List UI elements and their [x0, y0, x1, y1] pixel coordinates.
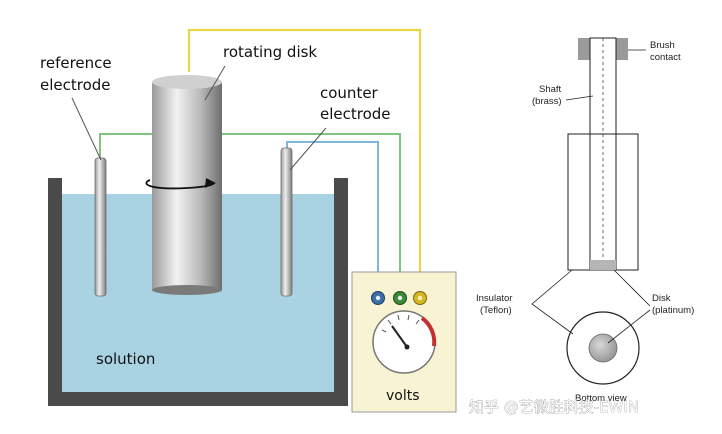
- rotating-disk-label: rotating disk: [223, 43, 317, 61]
- brush-contact-label-1: Brush: [650, 40, 675, 51]
- counter-electrode-label-2: electrode: [320, 105, 391, 123]
- reference-electrode-label-2: electrode: [40, 76, 111, 94]
- watermark: 知乎 @艺微胜科技-EWIN: [469, 398, 639, 416]
- volts-label: volts: [386, 388, 420, 404]
- counter-leader: [289, 127, 327, 171]
- rotation-arrowhead-icon: [205, 178, 216, 188]
- solution-label: solution: [96, 350, 155, 368]
- disk-leader-bottom: [607, 309, 651, 344]
- shaft-label-2: (brass): [532, 96, 562, 107]
- disk-leader-top: [613, 269, 651, 307]
- reference-electrode-rod: [94, 157, 107, 297]
- terminal-green: [393, 291, 407, 305]
- disk-label-1: Disk: [652, 293, 671, 304]
- insulator-label-2: (Teflon): [480, 305, 512, 316]
- insulator-leader: [531, 269, 574, 335]
- dial-needle: [391, 325, 408, 348]
- cylinder-bottom: [152, 285, 222, 295]
- insulator-label-1: Insulator: [476, 293, 512, 304]
- rotating-disk-cylinder: [152, 82, 222, 290]
- wire-green: [99, 133, 401, 295]
- wire-yellow: [187, 28, 422, 295]
- wire-blue: [286, 141, 379, 295]
- shaft-leader: [565, 95, 594, 101]
- reference-electrode-label-1: reference: [40, 54, 112, 72]
- reference-leader: [71, 97, 102, 161]
- shaft-label-1: Shaft: [539, 84, 562, 95]
- terminal-blue: [371, 291, 385, 305]
- bottom-view-label: Bottom view: [575, 393, 627, 404]
- bottom-view-disk: [588, 333, 618, 363]
- terminal-yellow: [413, 291, 427, 305]
- counter-electrode-label-1: counter: [320, 84, 379, 102]
- disk-tip-section: [590, 260, 616, 270]
- brush-contact-label-2: contact: [650, 52, 681, 63]
- voltmeter-dial: [372, 310, 437, 374]
- disk-label-2: (platinum): [652, 305, 694, 316]
- counter-electrode-rod: [280, 147, 293, 297]
- cylinder-top: [152, 75, 222, 89]
- rotating-disk-leader: [204, 65, 226, 101]
